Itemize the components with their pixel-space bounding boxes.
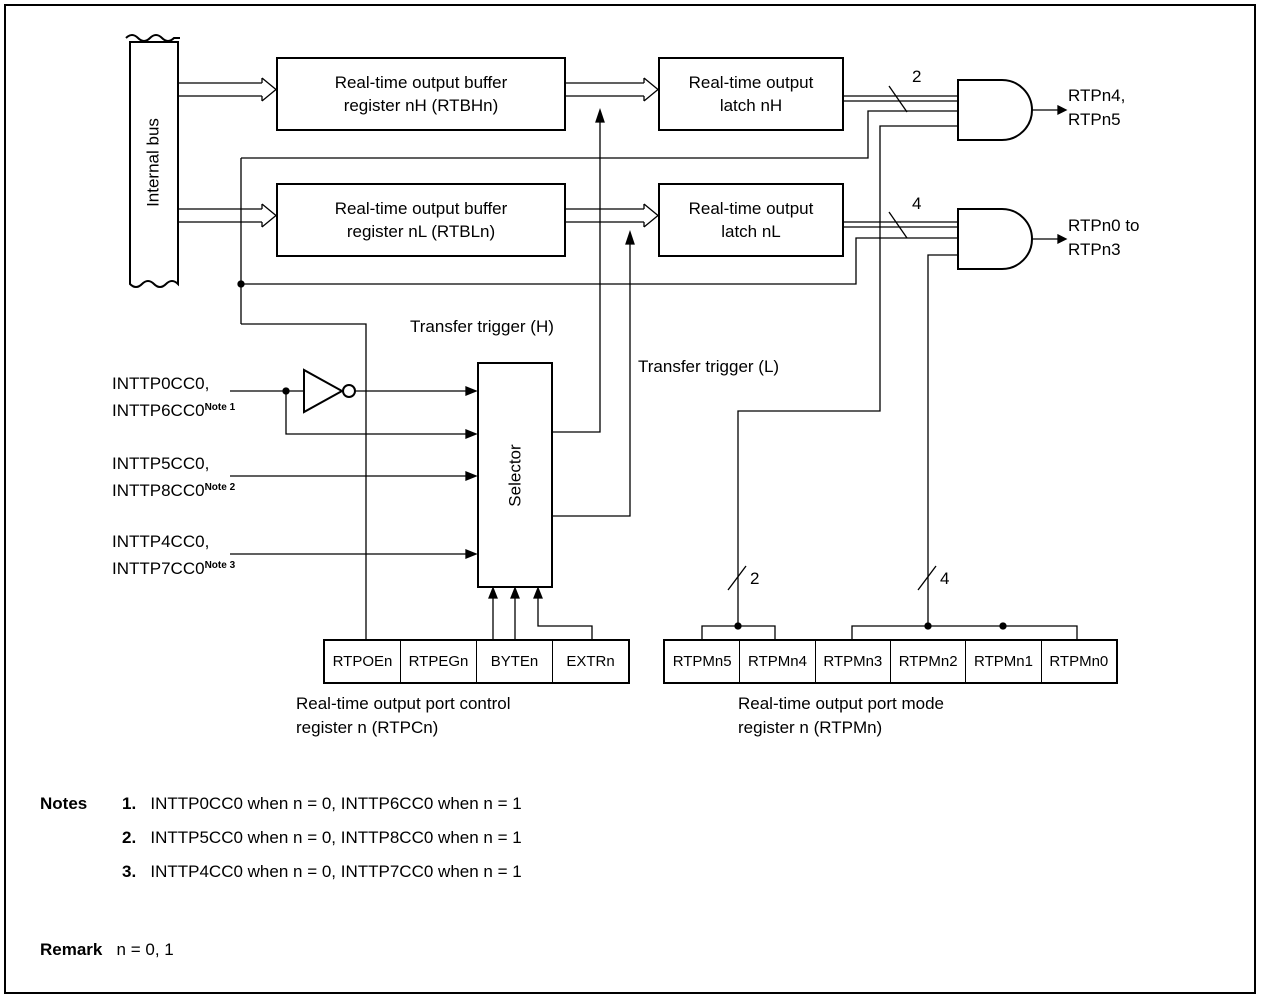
input-3-line2: INTTP7CC0 xyxy=(112,559,205,578)
note-2: 2. INTTP5CC0 when n = 0, INTTP8CC0 when … xyxy=(122,828,522,848)
latch-l-line1: Real-time output xyxy=(688,199,814,218)
mode-width-l: 4 xyxy=(940,569,950,588)
rtpm-caption-line1: Real-time output port mode xyxy=(738,694,944,713)
and-gate-l xyxy=(957,208,1033,270)
bus-to-buffer-l-arrow xyxy=(178,203,278,228)
selector-label: Selector xyxy=(505,443,525,507)
note-2-num: 2. xyxy=(122,828,137,847)
buffer-register-l-line1: Real-time output buffer xyxy=(334,199,508,218)
rtpc-register: RTPOEn RTPEGn BYTEn EXTRn xyxy=(323,639,630,684)
output-h-label: RTPn4, RTPn5 xyxy=(1068,84,1125,132)
buffer-register-h-line1: Real-time output buffer xyxy=(334,73,508,92)
output-l-line2: RTPn3 xyxy=(1068,240,1121,259)
input-1-line2: INTTP6CC0 xyxy=(112,401,205,420)
remark-text: n = 0, 1 xyxy=(116,940,174,959)
remark-heading: Remark xyxy=(40,940,103,959)
input-2-line2: INTTP8CC0 xyxy=(112,481,205,500)
rtpm-caption: Real-time output port mode register n (R… xyxy=(738,692,944,740)
output-h-line2: RTPn5 xyxy=(1068,110,1121,129)
buffer-register-h: Real-time output buffer register nH (RTB… xyxy=(276,57,566,131)
buffer-register-h-line2: register nH (RTBHn) xyxy=(343,96,499,115)
output-h-line1: RTPn4, xyxy=(1068,86,1126,105)
internal-bus-label: Internal bus xyxy=(143,118,163,207)
rtpc-cell-byte: BYTEn xyxy=(476,641,552,682)
figure-frame xyxy=(4,4,1256,994)
rtpm-cell-1: RTPMn1 xyxy=(965,641,1040,682)
bus-to-buffer-h-arrow xyxy=(178,77,278,102)
input-label-1: INTTP0CC0, INTTP6CC0Note 1 xyxy=(112,372,235,423)
buffer-to-latch-l-arrow xyxy=(565,203,660,228)
input-label-2: INTTP5CC0, INTTP8CC0Note 2 xyxy=(112,452,235,503)
inverter xyxy=(303,368,345,414)
rtpm-cell-4: RTPMn4 xyxy=(739,641,814,682)
note-3: 3. INTTP4CC0 when n = 0, INTTP7CC0 when … xyxy=(122,862,522,882)
note-3-num: 3. xyxy=(122,862,137,881)
latch-h: Real-time output latch nH xyxy=(658,57,844,131)
latch-l: Real-time output latch nL xyxy=(658,183,844,257)
internal-bus-shape xyxy=(129,41,179,288)
note-1-num: 1. xyxy=(122,794,137,813)
rtpm-register: RTPMn5 RTPMn4 RTPMn3 RTPMn2 RTPMn1 RTPMn… xyxy=(663,639,1118,684)
latch-l-line2: latch nL xyxy=(721,222,781,241)
input-3-note: Note 3 xyxy=(204,560,236,571)
output-l-line1: RTPn0 to xyxy=(1068,216,1140,235)
note-1: 1. INTTP0CC0 when n = 0, INTTP6CC0 when … xyxy=(122,794,522,814)
rtpm-cell-2: RTPMn2 xyxy=(889,641,965,682)
rtpc-caption-line1: Real-time output port control xyxy=(296,694,511,713)
rtpc-cell-extr: EXTRn xyxy=(552,641,628,682)
buffer-register-l: Real-time output buffer register nL (RTB… xyxy=(276,183,566,257)
buffer-register-l-line2: register nL (RTBLn) xyxy=(346,222,496,241)
remark: Remark n = 0, 1 xyxy=(40,940,174,960)
input-2-note: Note 2 xyxy=(204,482,236,493)
input-2-line1: INTTP5CC0, xyxy=(112,454,210,473)
notes-heading: Notes xyxy=(40,794,88,813)
input-1-note: Note 1 xyxy=(204,402,236,413)
rtpc-caption-line2: register n (RTPCn) xyxy=(296,718,439,737)
input-3-line1: INTTP4CC0, xyxy=(112,532,210,551)
rtpc-cell-rtpoe: RTPOEn xyxy=(332,653,393,670)
input-1-line1: INTTP0CC0, xyxy=(112,374,210,393)
output-l-label: RTPn0 to RTPn3 xyxy=(1068,214,1140,262)
note-1-text: INTTP0CC0 when n = 0, INTTP6CC0 when n =… xyxy=(150,794,522,813)
selector-block: Selector xyxy=(477,362,553,588)
mode-width-h: 2 xyxy=(750,569,760,588)
and-gate-h xyxy=(957,79,1033,141)
latch-h-line1: Real-time output xyxy=(688,73,814,92)
rtpm-cell-5: RTPMn5 xyxy=(672,653,732,670)
transfer-trigger-l-label: Transfer trigger (L) xyxy=(638,357,780,376)
bus-width-h: 2 xyxy=(912,67,922,86)
latch-h-line2: latch nH xyxy=(719,96,783,115)
rtpm-cell-0: RTPMn0 xyxy=(1040,641,1116,682)
transfer-trigger-h-label: Transfer trigger (H) xyxy=(410,317,554,336)
rtpc-cell-rtpeg: RTPEGn xyxy=(400,641,476,682)
bus-width-l: 4 xyxy=(912,194,922,213)
rtpc-caption: Real-time output port control register n… xyxy=(296,692,511,740)
input-label-3: INTTP4CC0, INTTP7CC0Note 3 xyxy=(112,530,235,581)
rtpm-cell-3: RTPMn3 xyxy=(814,641,890,682)
buffer-to-latch-h-arrow xyxy=(565,77,660,102)
note-3-text: INTTP4CC0 when n = 0, INTTP7CC0 when n =… xyxy=(150,862,522,881)
rtpm-caption-line2: register n (RTPMn) xyxy=(738,718,883,737)
note-2-text: INTTP5CC0 when n = 0, INTTP8CC0 when n =… xyxy=(150,828,522,847)
